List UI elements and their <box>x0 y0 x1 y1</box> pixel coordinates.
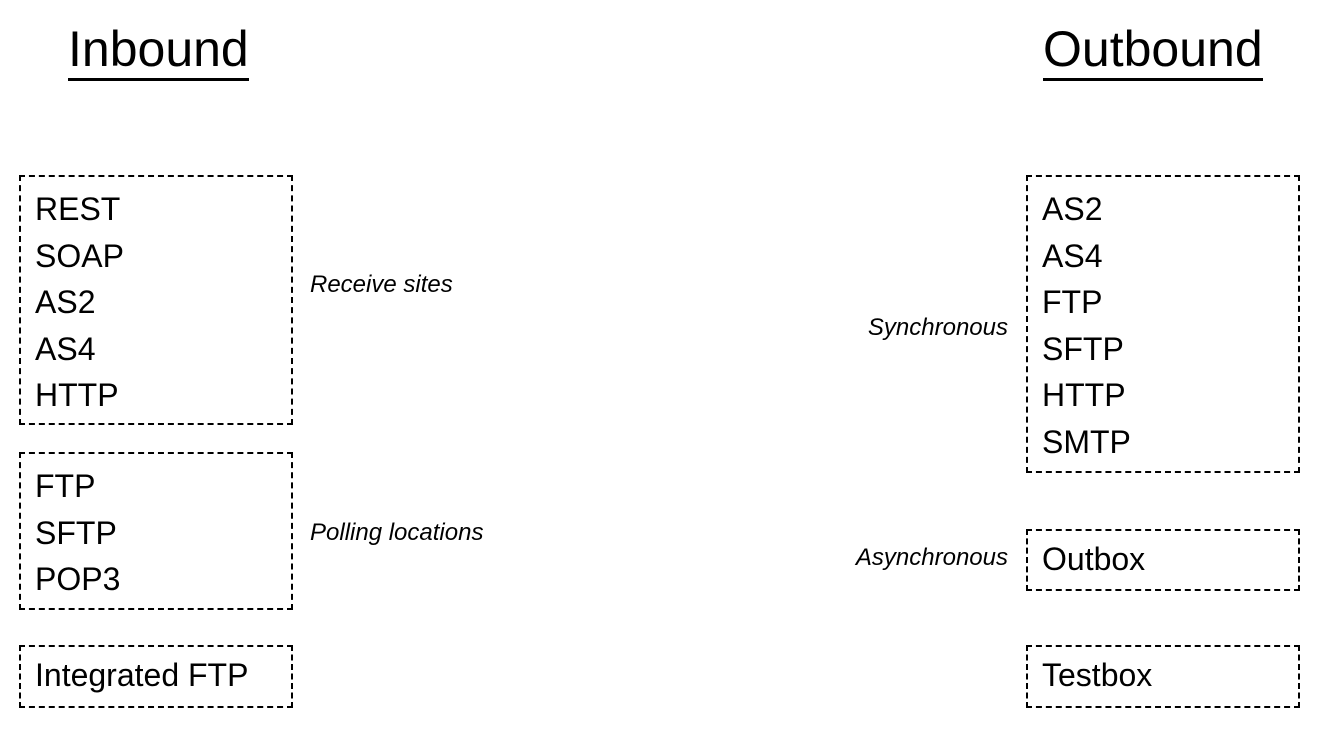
inbound-group-integrated-ftp-items: Integrated FTP <box>35 652 287 699</box>
inbound-group-receive-sites-box[interactable]: REST SOAP AS2 AS4 HTTP <box>19 175 293 425</box>
inbound-group-polling-locations-box[interactable]: FTP SFTP POP3 <box>19 452 293 610</box>
list-item: FTP <box>35 468 96 504</box>
list-item: Integrated FTP <box>35 657 249 693</box>
annotation-synchronous: Synchronous <box>867 314 1008 341</box>
outbound-group-testbox-box[interactable]: Testbox <box>1026 645 1300 708</box>
list-item: REST <box>35 191 121 227</box>
list-item: SMTP <box>1042 423 1131 460</box>
list-item: SFTP <box>35 514 117 551</box>
list-item: AS2 <box>1042 191 1103 227</box>
list-item: SOAP <box>35 237 124 274</box>
list-item: POP3 <box>35 561 121 597</box>
outbound-group-synchronous-items: AS2 AS4 FTP SFTP HTTP SMTP <box>1042 186 1294 465</box>
column-heading-outbound: Outbound <box>1043 24 1263 81</box>
outbound-group-outbox-box[interactable]: Outbox <box>1026 529 1300 591</box>
list-item: Testbox <box>1042 657 1153 693</box>
column-heading-outbound-label: Outbound <box>1043 24 1263 81</box>
list-item: HTTP <box>1042 377 1126 413</box>
annotation-asynchronous: Asynchronous <box>855 544 1008 571</box>
list-item: AS4 <box>1042 237 1103 274</box>
list-item: SFTP <box>1042 330 1124 367</box>
inbound-group-integrated-ftp-box[interactable]: Integrated FTP <box>19 645 293 708</box>
inbound-group-polling-locations-items: FTP SFTP POP3 <box>35 463 287 603</box>
list-item: AS2 <box>35 284 96 320</box>
column-heading-inbound-label: Inbound <box>68 24 249 81</box>
annotation-polling-locations: Polling locations <box>310 519 484 546</box>
outbound-group-testbox-items: Testbox <box>1042 652 1294 699</box>
list-item: AS4 <box>35 330 96 367</box>
outbound-group-synchronous-box[interactable]: AS2 AS4 FTP SFTP HTTP SMTP <box>1026 175 1300 473</box>
annotation-receive-sites: Receive sites <box>310 271 453 298</box>
column-heading-inbound: Inbound <box>68 24 249 81</box>
list-item: FTP <box>1042 284 1103 320</box>
list-item: HTTP <box>35 377 119 413</box>
inbound-group-receive-sites-items: REST SOAP AS2 AS4 HTTP <box>35 186 287 419</box>
outbound-group-outbox-items: Outbox <box>1042 536 1294 583</box>
list-item: Outbox <box>1042 541 1146 577</box>
